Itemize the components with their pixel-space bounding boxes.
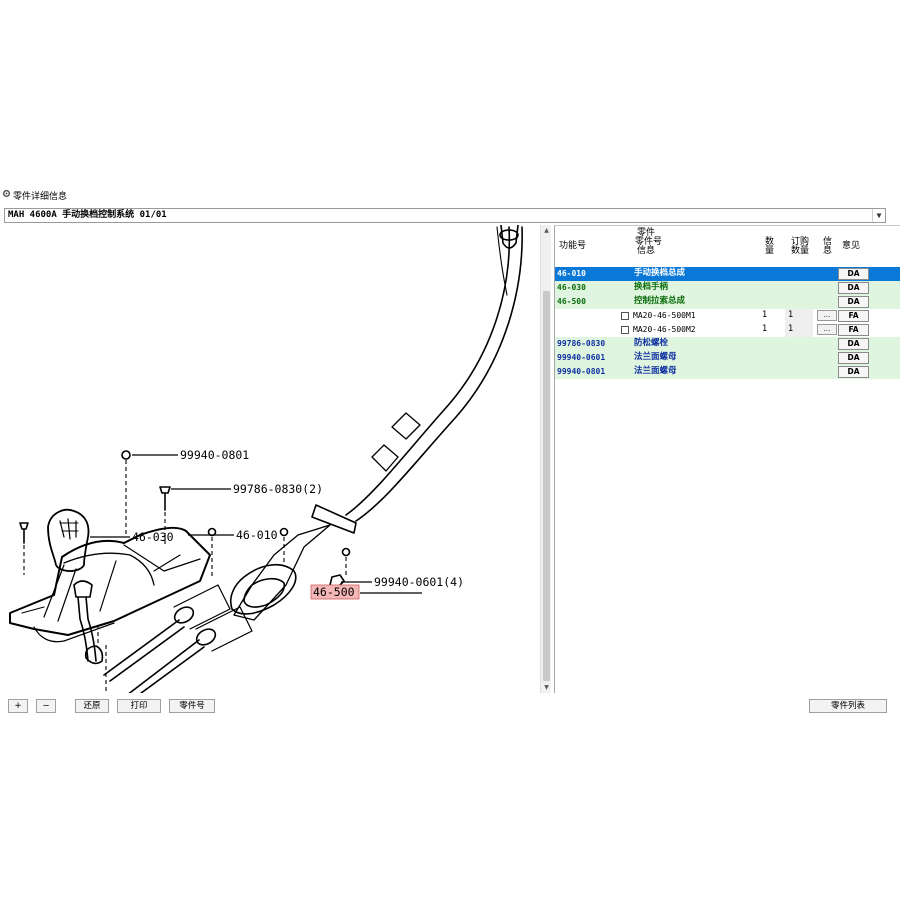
row-checkbox[interactable] — [621, 326, 629, 334]
scrollbar-thumb[interactable] — [543, 291, 550, 681]
header-order-qty-2: 数量 — [791, 246, 810, 256]
row-order-qty[interactable]: 1 — [788, 324, 794, 334]
row-func-code: 46-010 — [557, 269, 586, 278]
table-row[interactable]: 99940-0601 法兰面螺母 DA — [555, 351, 900, 365]
header-qty-2: 量 — [765, 246, 775, 256]
da-button[interactable]: DA — [838, 282, 869, 294]
diagram-select[interactable]: MAH 4600A 手动换档控制系统 01/01 ▼ — [4, 208, 886, 223]
parts-list-button[interactable]: 零件列表 — [809, 699, 887, 713]
header-func: 功能号 — [559, 241, 587, 251]
table-row[interactable]: 46-030 换档手柄 DA — [555, 281, 900, 295]
header-part-info-2: 零件号 — [635, 237, 663, 247]
table-row[interactable]: MA20-46-500M1 1 1 ... FA — [555, 309, 900, 323]
header-info-2: 息 — [823, 246, 833, 256]
header-qty-1: 数 — [765, 237, 775, 247]
title-bar: 零件详细信息 — [0, 185, 900, 205]
callout-99940-0601[interactable]: 99940-0601(4) — [374, 575, 464, 589]
scroll-up-icon[interactable]: ▲ — [544, 227, 549, 234]
da-button[interactable]: DA — [838, 366, 869, 378]
row-func-code: 46-030 — [557, 283, 586, 292]
table-row[interactable]: 46-500 控制拉索总成 DA — [555, 295, 900, 309]
order-qty-cell[interactable] — [785, 323, 813, 337]
row-qty: 1 — [762, 310, 768, 320]
parts-table-header: 功能号 零件 零件号 信息 数 量 订购 数量 信 息 意见 — [555, 226, 900, 266]
callout-99786-0830[interactable]: 99786-0830(2) — [233, 482, 323, 496]
more-button[interactable]: ... — [817, 310, 837, 321]
da-button[interactable]: DA — [838, 296, 869, 308]
row-func-code: 99940-0801 — [557, 367, 606, 376]
table-row[interactable]: 99786-0830 防松螺栓 DA — [555, 337, 900, 351]
callout-46-030[interactable]: 46-030 — [132, 530, 174, 544]
header-info-1: 信 — [823, 237, 833, 247]
row-part-name: 防松螺栓 — [634, 338, 669, 348]
row-part-number: MA20-46-500M1 — [633, 311, 696, 320]
fa-button[interactable]: FA — [838, 310, 869, 322]
callout-99940-0801[interactable]: 99940-0801 — [180, 448, 249, 462]
window-title: 零件详细信息 — [13, 192, 68, 202]
callout-46-500[interactable]: 46-500 — [313, 585, 355, 599]
row-func-code: 46-500 — [557, 297, 586, 306]
gear-icon — [2, 189, 11, 198]
table-row[interactable]: 46-010 手动换档总成 DA — [555, 267, 900, 281]
scroll-down-icon[interactable]: ▼ — [544, 684, 549, 691]
zoom-in-button[interactable]: + — [8, 699, 28, 713]
header-order-qty-1: 订购 — [791, 237, 810, 247]
order-qty-cell[interactable] — [785, 309, 813, 323]
callout-46-010[interactable]: 46-010 — [236, 528, 278, 542]
row-part-number: MA20-46-500M2 — [633, 325, 696, 334]
bottom-toolbar: + − 还原 打印 零件号 零件列表 — [0, 699, 900, 715]
diagram-canvas: 46-030 99940-0801 99786-0830(2) 46-010 4… — [9, 225, 523, 693]
diagram-select-value: MAH 4600A 手动换档控制系统 01/01 — [8, 210, 167, 220]
row-part-name: 手动换档总成 — [634, 268, 686, 278]
parts-detail-window: 零件详细信息 MAH 4600A 手动换档控制系统 01/01 ▼ — [0, 185, 900, 715]
table-row[interactable]: 99940-0801 法兰面螺母 DA — [555, 365, 900, 379]
row-part-name: 换档手柄 — [634, 282, 669, 292]
da-button[interactable]: DA — [838, 338, 869, 350]
row-qty: 1 — [762, 324, 768, 334]
row-order-qty[interactable]: 1 — [788, 310, 794, 320]
exploded-diagram[interactable]: 46-030 99940-0801 99786-0830(2) 46-010 4… — [4, 225, 540, 693]
row-func-code: 99786-0830 — [557, 339, 606, 348]
da-button[interactable]: DA — [838, 352, 869, 364]
table-row[interactable]: MA20-46-500M2 1 1 ... FA — [555, 323, 900, 337]
print-button[interactable]: 打印 — [117, 699, 161, 713]
part-no-button[interactable]: 零件号 — [169, 699, 215, 713]
da-button[interactable]: DA — [838, 268, 869, 280]
row-part-name: 控制拉索总成 — [634, 296, 686, 306]
fa-button[interactable]: FA — [838, 324, 869, 336]
row-part-name: 法兰面螺母 — [634, 352, 677, 362]
header-opinion: 意见 — [842, 241, 861, 251]
row-func-code: 99940-0601 — [557, 353, 606, 362]
row-part-name: 法兰面螺母 — [634, 366, 677, 376]
more-button[interactable]: ... — [817, 324, 837, 335]
header-part-info-1: 零件 — [637, 228, 656, 238]
row-checkbox[interactable] — [621, 312, 629, 320]
diagram-scrollbar[interactable]: ▲ ▼ — [540, 225, 551, 693]
header-part-info-3: 信息 — [637, 246, 656, 256]
chevron-down-icon[interactable]: ▼ — [872, 209, 885, 222]
restore-button[interactable]: 还原 — [75, 699, 109, 713]
zoom-out-button[interactable]: − — [36, 699, 56, 713]
parts-table: 功能号 零件 零件号 信息 数 量 订购 数量 信 息 意见 46-010 手动… — [554, 225, 900, 693]
